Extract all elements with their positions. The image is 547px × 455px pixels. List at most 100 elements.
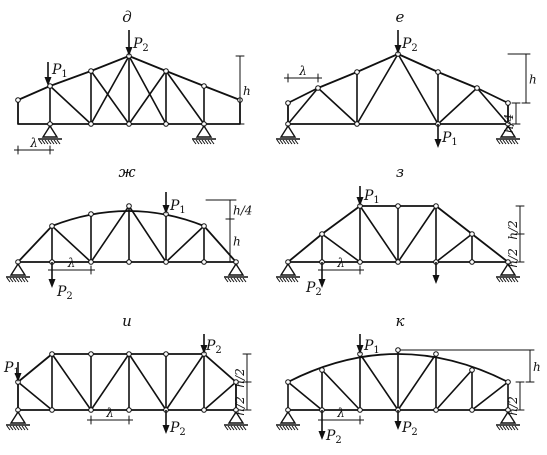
- ground-hatch: [224, 277, 229, 283]
- ground-hatch: [499, 139, 504, 145]
- truss-member: [165, 353, 205, 411]
- ground-hatch: [508, 425, 513, 431]
- truss-node: [126, 259, 132, 265]
- truss-node: [233, 379, 239, 385]
- ground-hatch: [288, 277, 293, 283]
- truss-node: [469, 407, 475, 413]
- ground-hatch: [514, 139, 519, 145]
- ground-hatch: [21, 425, 26, 431]
- dim-lambda: λ: [336, 406, 345, 420]
- ground-hatch: [195, 139, 200, 145]
- label-P1: P1: [363, 188, 380, 206]
- ground-hatch: [21, 277, 26, 283]
- truss-node: [88, 121, 94, 127]
- dim-h2-lower: h/2: [233, 396, 247, 415]
- panel-title-zh: ж: [118, 163, 135, 181]
- pin-support: [41, 124, 59, 138]
- truss-node: [354, 69, 360, 75]
- truss-node: [319, 367, 325, 373]
- truss-member: [435, 369, 473, 411]
- truss-member: [90, 55, 130, 125]
- ground-hatch: [201, 139, 206, 145]
- truss-member: [203, 381, 237, 411]
- ground-hatch: [508, 139, 513, 145]
- ground-hatch: [282, 277, 287, 283]
- ground-hatch: [53, 139, 58, 145]
- ground-hatch: [44, 139, 49, 145]
- ground-hatch: [239, 277, 244, 283]
- ground-hatch: [499, 425, 504, 431]
- truss-node: [433, 351, 439, 357]
- panel-title-i: и: [122, 312, 132, 330]
- truss-member: [359, 205, 399, 263]
- truss-node: [126, 407, 132, 413]
- dim-h2-upper: h/2: [233, 368, 247, 387]
- truss-node: [357, 407, 363, 413]
- truss-member: [128, 55, 167, 125]
- truss-node: [88, 351, 94, 357]
- ground-hatch: [288, 139, 293, 145]
- ground-hatch: [285, 277, 290, 283]
- truss-member: [128, 70, 167, 125]
- ground-hatch: [276, 425, 281, 431]
- roller-support: [227, 410, 245, 424]
- truss-node: [469, 367, 475, 373]
- ground-hatch: [279, 277, 284, 283]
- label-P1: P1: [51, 62, 68, 80]
- ground-hatch: [242, 425, 247, 431]
- label-P2-bottom: P2: [169, 420, 186, 438]
- dim-lambda: λ: [298, 64, 307, 78]
- ground-hatch: [224, 425, 229, 431]
- roller-support: [499, 410, 517, 424]
- ground-hatch: [233, 277, 238, 283]
- ground-hatch: [9, 425, 14, 431]
- load-P1-arrowhead: [356, 197, 364, 206]
- label-P2-top: P2: [205, 338, 222, 356]
- ground-hatch: [41, 139, 46, 145]
- truss-node: [163, 121, 169, 127]
- ground-hatch: [38, 139, 43, 145]
- truss-node: [126, 203, 132, 209]
- truss-node: [319, 231, 325, 237]
- ground-hatch: [285, 425, 290, 431]
- dim-lambda: λ: [67, 256, 76, 270]
- truss-member: [287, 87, 319, 125]
- ground-hatch: [511, 139, 516, 145]
- truss-member: [321, 233, 361, 263]
- truss-node: [505, 379, 511, 385]
- label-P1: P1: [169, 198, 186, 216]
- pin-support: [279, 262, 297, 276]
- truss-member: [17, 381, 53, 411]
- ground-hatch: [511, 277, 516, 283]
- truss-member: [287, 381, 323, 411]
- ground-hatch: [24, 277, 29, 283]
- truss-member: [51, 225, 92, 263]
- ground-hatch: [496, 139, 501, 145]
- ground-hatch: [207, 139, 212, 145]
- dim-h2: h/2: [506, 396, 520, 415]
- ground-hatch: [276, 277, 281, 283]
- truss-node: [469, 231, 475, 237]
- ground-hatch: [47, 139, 52, 145]
- truss-node: [433, 203, 439, 209]
- ground-hatch: [227, 425, 232, 431]
- ground-hatch: [9, 277, 14, 283]
- ground-hatch: [502, 277, 507, 283]
- ground-hatch: [291, 425, 296, 431]
- ground-hatch: [496, 277, 501, 283]
- ground-hatch: [514, 425, 519, 431]
- truss-member: [397, 205, 437, 263]
- truss-node: [201, 83, 207, 89]
- ground-hatch: [511, 425, 516, 431]
- panel-title-d: д: [122, 8, 132, 26]
- ground-hatch: [50, 139, 55, 145]
- truss-node: [163, 259, 169, 265]
- ground-hatch: [18, 277, 23, 283]
- label-P1: P1: [441, 130, 458, 148]
- roller-support: [227, 262, 245, 276]
- label-P2-right: P2: [401, 420, 418, 438]
- dim-h: h: [233, 235, 241, 249]
